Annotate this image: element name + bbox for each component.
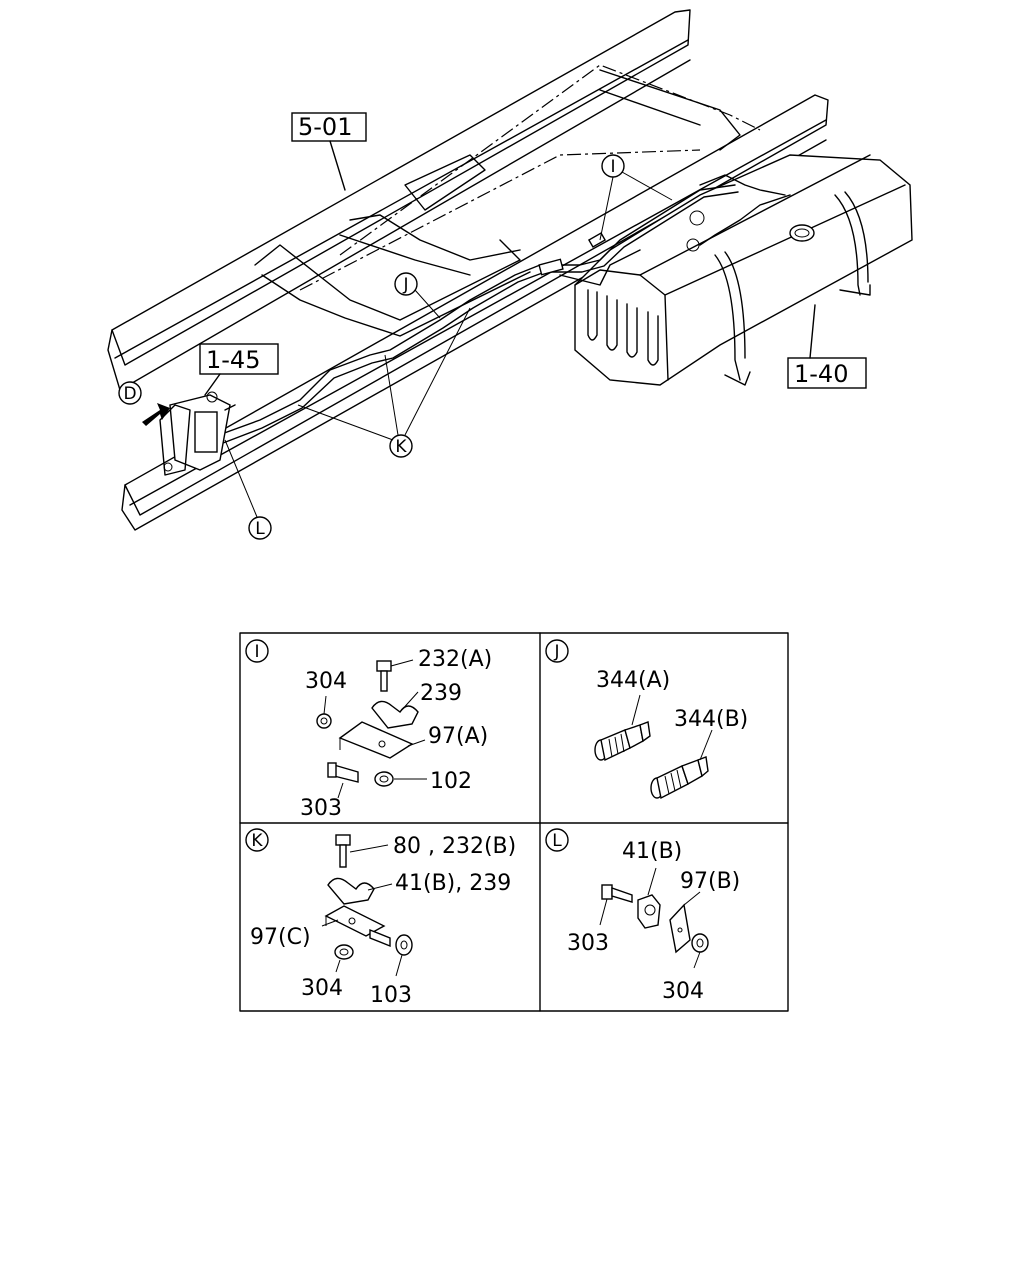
- fuel-tank: [574, 154, 913, 386]
- ref-valve-label: 1-45: [206, 346, 260, 374]
- callout-J-letter: J: [402, 275, 408, 295]
- callout-L-letter: L: [255, 519, 265, 539]
- ref-tank-label: 1-40: [794, 360, 848, 388]
- part-232A: 232(A): [418, 647, 492, 672]
- callout-L: L: [224, 439, 272, 540]
- detail-J: J 344(A) 344(B): [545, 639, 748, 800]
- part-103: 103: [370, 983, 412, 1008]
- valve-assembly: [159, 391, 236, 476]
- part-41B: 41(B): [622, 839, 682, 864]
- detail-I: I 232(A) 304 239 97(A) 102 303: [245, 639, 492, 821]
- detail-K-letter: K: [251, 831, 263, 851]
- part-97A: 97(A): [428, 724, 488, 749]
- ref-frame-label: 5-01: [298, 113, 352, 141]
- ref-box-frame: 5-01: [291, 112, 367, 191]
- part-97B: 97(B): [680, 869, 740, 894]
- detail-L: L 41(B) 97(B) 303 304: [545, 828, 740, 1004]
- callout-J: J: [394, 272, 441, 319]
- part-97C: 97(C): [250, 925, 311, 950]
- callout-K: K: [297, 307, 471, 458]
- detail-K: K 80 , 232(B) 41(B), 239 97(C) 304 103: [245, 828, 516, 1008]
- ref-box-valve: 1-45: [199, 343, 279, 396]
- part-80-232B: 80 , 232(B): [393, 834, 516, 859]
- detail-grid: [239, 632, 789, 1012]
- chassis-frame: [107, 9, 829, 531]
- callout-D-letter: D: [123, 384, 136, 404]
- callout-K-letter: K: [395, 437, 407, 457]
- part-303-L: 303: [567, 931, 609, 956]
- callout-I-letter: I: [610, 157, 615, 177]
- part-239: 239: [420, 681, 462, 706]
- detail-I-letter: I: [254, 642, 259, 662]
- part-344B: 344(B): [674, 707, 748, 732]
- ref-box-tank: 1-40: [787, 304, 867, 389]
- part-304: 304: [305, 669, 347, 694]
- part-304-L: 304: [662, 979, 704, 1004]
- part-344A: 344(A): [596, 668, 670, 693]
- part-303: 303: [300, 796, 342, 821]
- direction-arrow: [142, 403, 170, 426]
- fuel-lines: [204, 174, 791, 449]
- detail-J-letter: J: [553, 642, 559, 662]
- callout-D: D: [118, 381, 142, 405]
- part-102: 102: [430, 769, 472, 794]
- detail-L-letter: L: [552, 831, 562, 851]
- part-41B-239: 41(B), 239: [395, 871, 511, 896]
- part-304-K: 304: [301, 976, 343, 1001]
- callout-I: I: [599, 154, 673, 241]
